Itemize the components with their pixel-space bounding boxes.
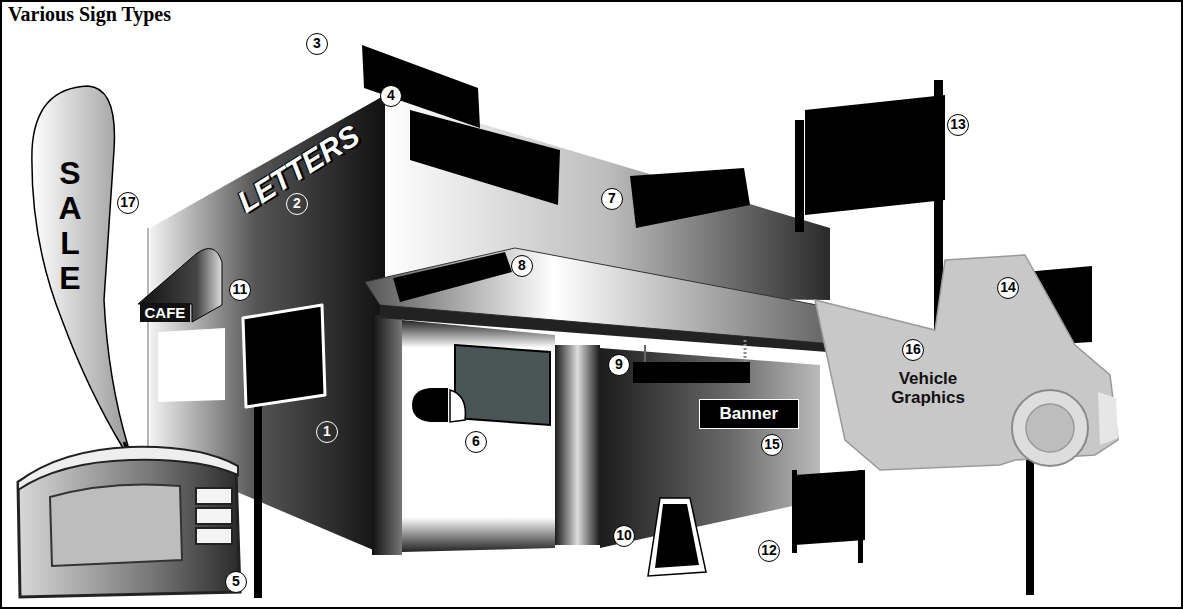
monument-block [196, 488, 232, 504]
sign-hanger [644, 345, 646, 362]
canopy-sign [393, 252, 512, 302]
vehicle-graphics: Vehicle Graphics [872, 369, 984, 408]
wall-edge [147, 228, 149, 455]
callout-number: 12 [758, 540, 780, 562]
callout-number: 9 [608, 354, 630, 376]
callout-number: 3 [306, 33, 328, 55]
truck-body [815, 255, 1118, 470]
sign-chain [744, 340, 747, 362]
diagram-title: Various Sign Types [8, 3, 171, 26]
feather-flag: SALE [54, 156, 86, 297]
truck-wheel [1012, 390, 1088, 466]
callout-number: 4 [380, 85, 402, 107]
side-window [158, 328, 225, 402]
monument-block [196, 528, 232, 544]
callout-number: 2 [286, 193, 308, 215]
ground-sign [795, 470, 865, 545]
feather-flag [32, 86, 128, 448]
awning [138, 249, 222, 322]
sign-pole [254, 400, 262, 598]
banner-sign: Banner [699, 399, 800, 429]
storefront-column [555, 345, 600, 545]
callout-number: 5 [225, 571, 247, 593]
canopy-underside [380, 305, 880, 356]
truck-bumper [1098, 392, 1118, 445]
callout-number: 6 [465, 431, 487, 453]
sign-text: Banner [720, 404, 779, 424]
storefront-pillar [372, 315, 402, 555]
callout-number: 8 [511, 255, 533, 277]
callout-number: 7 [601, 188, 623, 210]
monument-cap [18, 447, 238, 490]
window-decal [450, 390, 465, 422]
sign-text: SALE [54, 156, 86, 297]
projecting-sign [630, 168, 750, 228]
callout-number: 14 [997, 277, 1019, 299]
window-decal [412, 388, 448, 422]
sign-pole [795, 120, 804, 232]
callout-number: 15 [761, 434, 783, 456]
awning-sign: CAFE [140, 303, 191, 322]
a-frame-sign [648, 498, 706, 576]
callout-number: 1 [316, 421, 338, 443]
shop-window [455, 345, 550, 425]
sign-text: CAFE [145, 304, 186, 321]
pole-sign [805, 95, 945, 215]
sign-text: Vehicle Graphics [872, 369, 984, 408]
lower-wall [600, 348, 820, 548]
hanging-sign [633, 362, 750, 383]
post-sign [243, 305, 325, 407]
callout-number: 11 [229, 279, 251, 301]
callout-number: 16 [902, 339, 924, 361]
monument-panel [50, 484, 182, 566]
monument-block [196, 508, 232, 524]
storefront-bay [402, 320, 555, 552]
truck-hub [1026, 404, 1074, 452]
a-frame-board [655, 504, 699, 568]
wall-sign [410, 110, 560, 205]
callout-number: 10 [613, 525, 635, 547]
callout-number: 13 [947, 114, 969, 136]
callout-number: 17 [117, 192, 139, 214]
